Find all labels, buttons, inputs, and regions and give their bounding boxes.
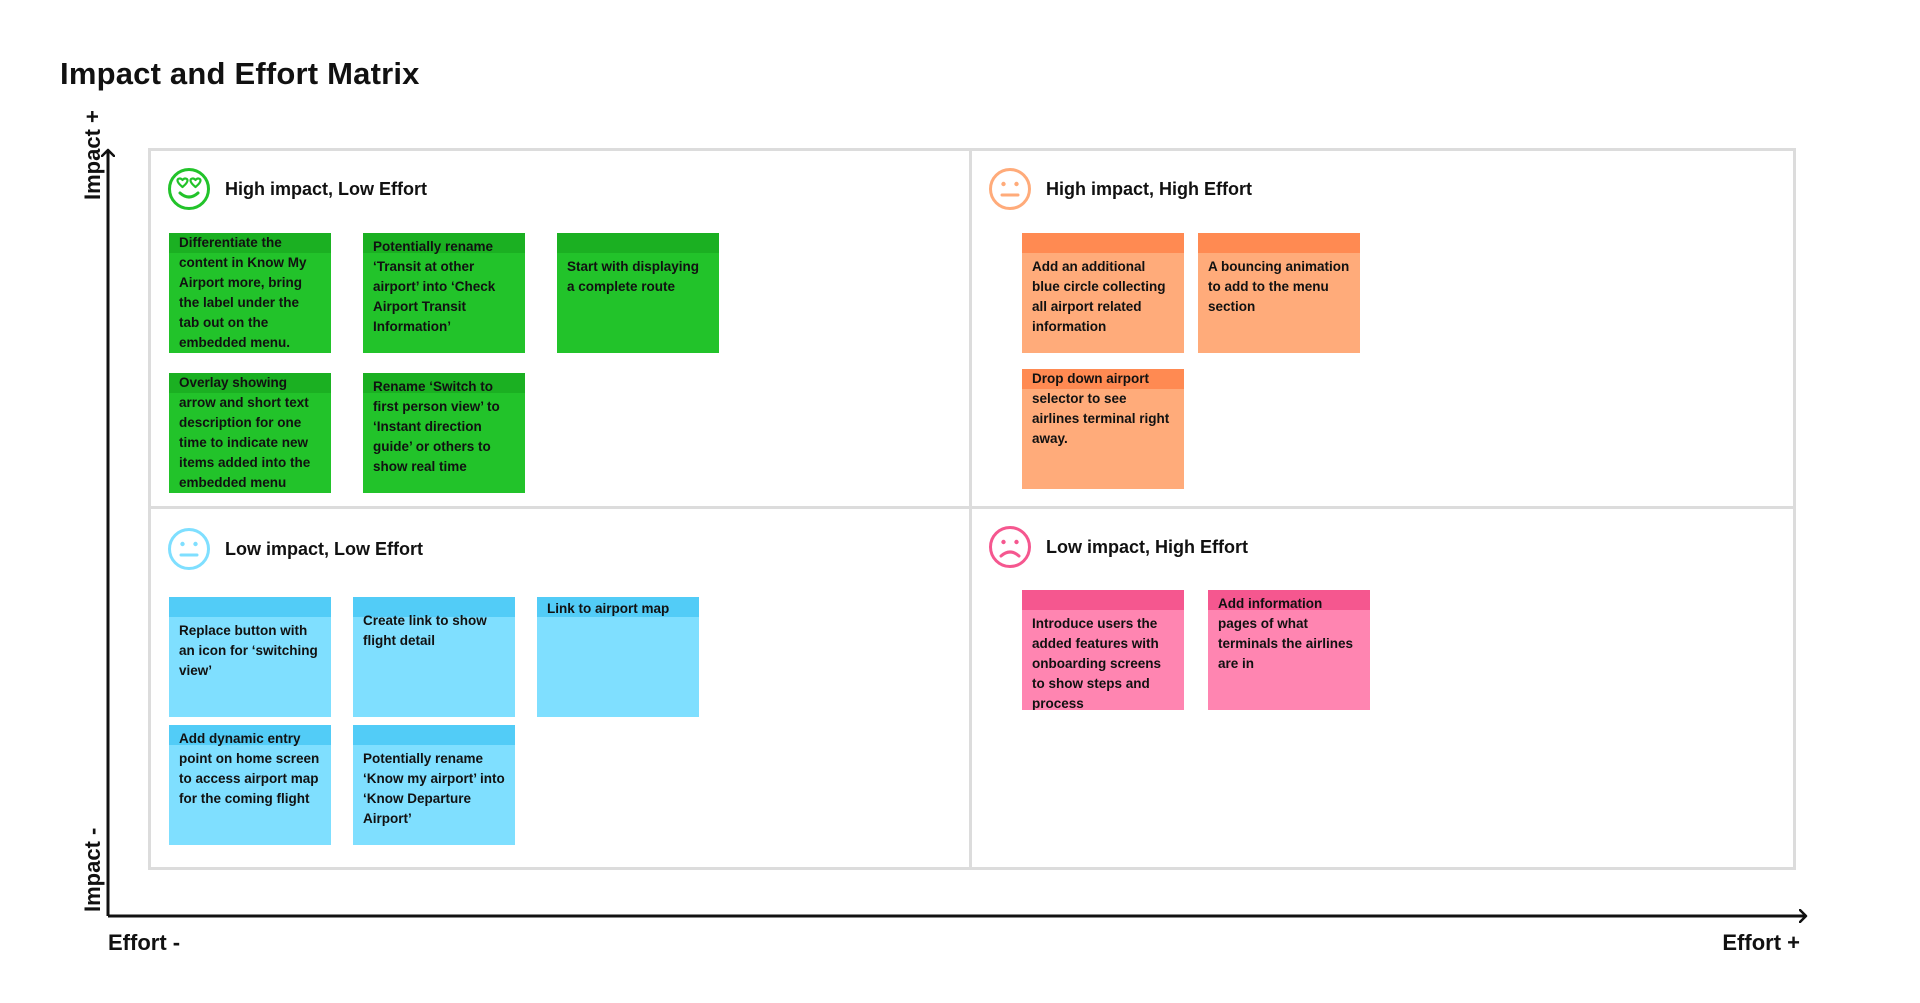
axis-label-impact-minus: Impact - <box>80 827 105 912</box>
quadrant-high-impact-high-effort: High impact, High Effort Add an addition… <box>972 151 1793 509</box>
sticky-note[interactable]: Add information pages of what terminals … <box>1208 590 1370 710</box>
axis-label-impact-plus: Impact + <box>80 110 105 200</box>
sticky-note[interactable]: Potentially rename ‘Transit at other air… <box>363 233 525 353</box>
quadrant-title: High impact, Low Effort <box>225 178 427 199</box>
matrix-grid: High impact, Low Effort Differentiate th… <box>148 148 1796 870</box>
page-title: Impact and Effort Matrix <box>60 56 420 91</box>
heart-eyes-face-icon <box>168 168 210 210</box>
quadrant-header: High impact, High Effort <box>988 167 1252 211</box>
quadrant-header: High impact, Low Effort <box>167 167 427 211</box>
quadrant-header: Low impact, Low Effort <box>167 527 423 571</box>
sticky-note[interactable]: Drop down airport selector to see airlin… <box>1022 369 1184 489</box>
sticky-note[interactable]: Create link to show flight detail <box>353 597 515 717</box>
quadrant-low-impact-low-effort: Low impact, Low Effort Replace button wi… <box>151 509 972 867</box>
quadrant-low-impact-high-effort: Low impact, High Effort Introduce users … <box>972 509 1793 867</box>
sticky-note[interactable]: Link to airport map <box>537 597 699 717</box>
quadrant-header: Low impact, High Effort <box>988 525 1248 569</box>
axis-label-effort-plus: Effort + <box>1722 930 1800 955</box>
quadrant-title: Low impact, Low Effort <box>225 538 423 559</box>
axis-label-effort-minus: Effort - <box>108 930 181 955</box>
quadrant-high-impact-low-effort: High impact, Low Effort Differentiate th… <box>151 151 972 509</box>
sticky-note[interactable]: Overlay showing arrow and short text des… <box>169 373 331 493</box>
quadrant-title: High impact, High Effort <box>1046 178 1252 199</box>
sticky-note[interactable]: Add dynamic entry point on home screen t… <box>169 725 331 845</box>
quadrant-title: Low impact, High Effort <box>1046 536 1248 557</box>
sticky-note[interactable]: Add an additional blue circle collecting… <box>1022 233 1184 353</box>
sad-face-icon <box>989 526 1031 568</box>
neutral-face-icon <box>168 528 210 570</box>
sticky-note[interactable]: Introduce users the added features with … <box>1022 590 1184 710</box>
sticky-note[interactable]: Differentiate the content in Know My Air… <box>169 233 331 353</box>
sticky-note[interactable]: Start with displaying a complete route <box>557 233 719 353</box>
sticky-note[interactable]: Replace button with an icon for ‘switchi… <box>169 597 331 717</box>
sticky-note[interactable]: Rename ‘Switch to first person view’ to … <box>363 373 525 493</box>
neutral-face-icon <box>989 168 1031 210</box>
sticky-note[interactable]: A bouncing animation to add to the menu … <box>1198 233 1360 353</box>
sticky-note[interactable]: Potentially rename ‘Know my airport’ int… <box>353 725 515 845</box>
